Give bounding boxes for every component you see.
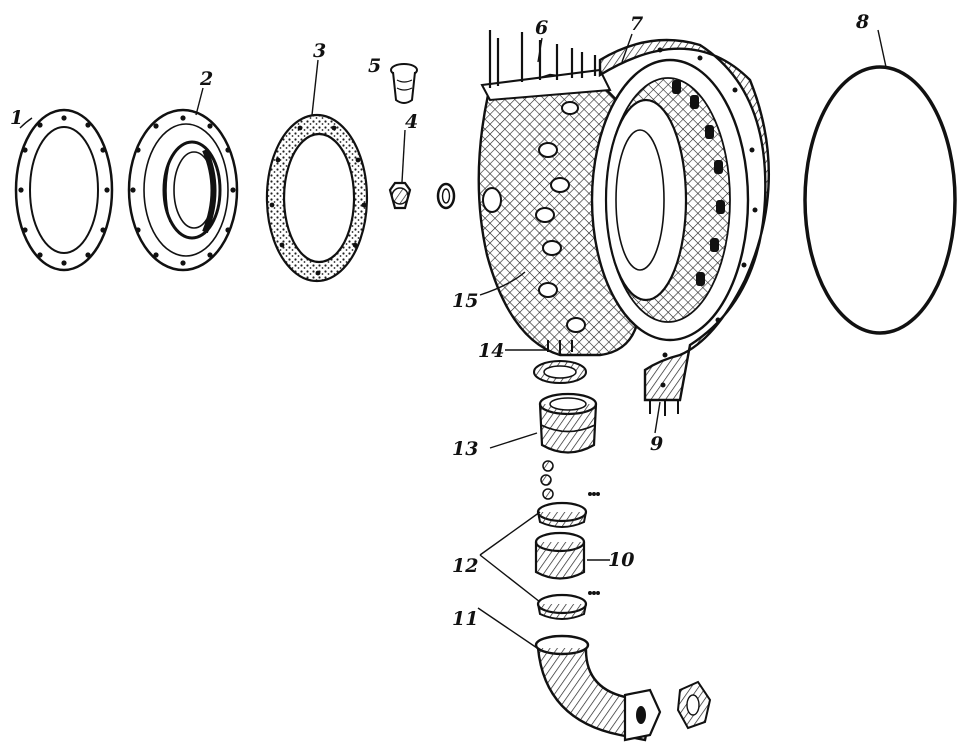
- label-2: 2: [199, 68, 213, 90]
- part-3-fibre-gasket: [265, 113, 369, 283]
- label-4: 4: [405, 111, 418, 133]
- label-9: 9: [650, 433, 663, 455]
- label-8: 8: [855, 11, 869, 33]
- label-6: 6: [535, 17, 548, 39]
- label-15: 15: [452, 290, 478, 312]
- part-11-elbow-pipe: [534, 634, 712, 742]
- label-1: 1: [10, 107, 23, 129]
- part-12-clamp-rings: [536, 492, 600, 620]
- label-10: 10: [608, 549, 634, 571]
- part-13-sleeve: [538, 392, 598, 454]
- part-labels: 1 2 3 4 5 6 7 8 9 10 11 12 13 14 15: [10, 11, 869, 630]
- part-8-o-ring: [803, 65, 957, 335]
- part-14-gasket: [533, 360, 587, 384]
- label-14: 14: [478, 340, 504, 362]
- part-10-coupling: [534, 531, 586, 580]
- label-11: 11: [452, 608, 478, 630]
- part-4-plug-and-washer: [388, 181, 456, 210]
- small-balls: [540, 460, 554, 500]
- leader-lines: [19, 29, 887, 651]
- label-12: 12: [452, 555, 478, 577]
- part-2-flanged-cover: [127, 108, 239, 272]
- label-5: 5: [368, 55, 381, 77]
- part-7-housing-flange: [590, 38, 771, 416]
- part-1-flange-gasket: [14, 108, 114, 272]
- label-13: 13: [452, 438, 478, 460]
- label-3: 3: [313, 40, 326, 62]
- part-5-threaded-plug: [390, 63, 418, 104]
- label-7: 7: [630, 13, 643, 35]
